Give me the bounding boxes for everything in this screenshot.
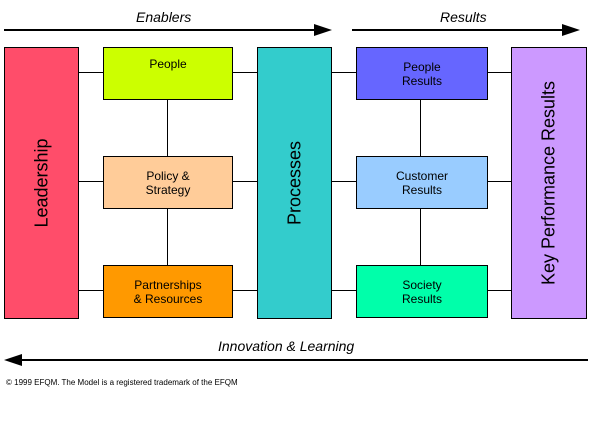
innovation-arrow [20, 359, 588, 361]
key-performance-results-label: Key Performance Results [538, 80, 559, 286]
innovation-learning-label: Innovation & Learning [218, 338, 355, 354]
leadership-box: Leadership [4, 47, 79, 319]
people-box: People [103, 47, 233, 100]
innovation-arrowhead [4, 354, 22, 366]
partnerships-resources-box: Partnerships & Resources [103, 265, 233, 318]
enablers-arrowhead [314, 24, 332, 36]
results-label: Results [440, 9, 487, 25]
leadership-label: Leadership [31, 138, 51, 228]
processes-box: Processes [257, 47, 332, 319]
society-results-box: Society Results [356, 265, 488, 318]
policy-strategy-box: Policy & Strategy [103, 156, 233, 209]
customer-results-box: Customer Results [356, 156, 488, 209]
results-arrow [352, 29, 564, 31]
people-results-box: People Results [356, 47, 488, 100]
enablers-label: Enablers [136, 9, 192, 25]
key-performance-results-box: Key Performance Results [511, 47, 587, 319]
results-arrowhead [562, 24, 580, 36]
copyright-text: © 1999 EFQM. The Model is a registered t… [6, 378, 238, 387]
processes-label: Processes [284, 140, 304, 226]
enablers-arrow [4, 29, 316, 31]
